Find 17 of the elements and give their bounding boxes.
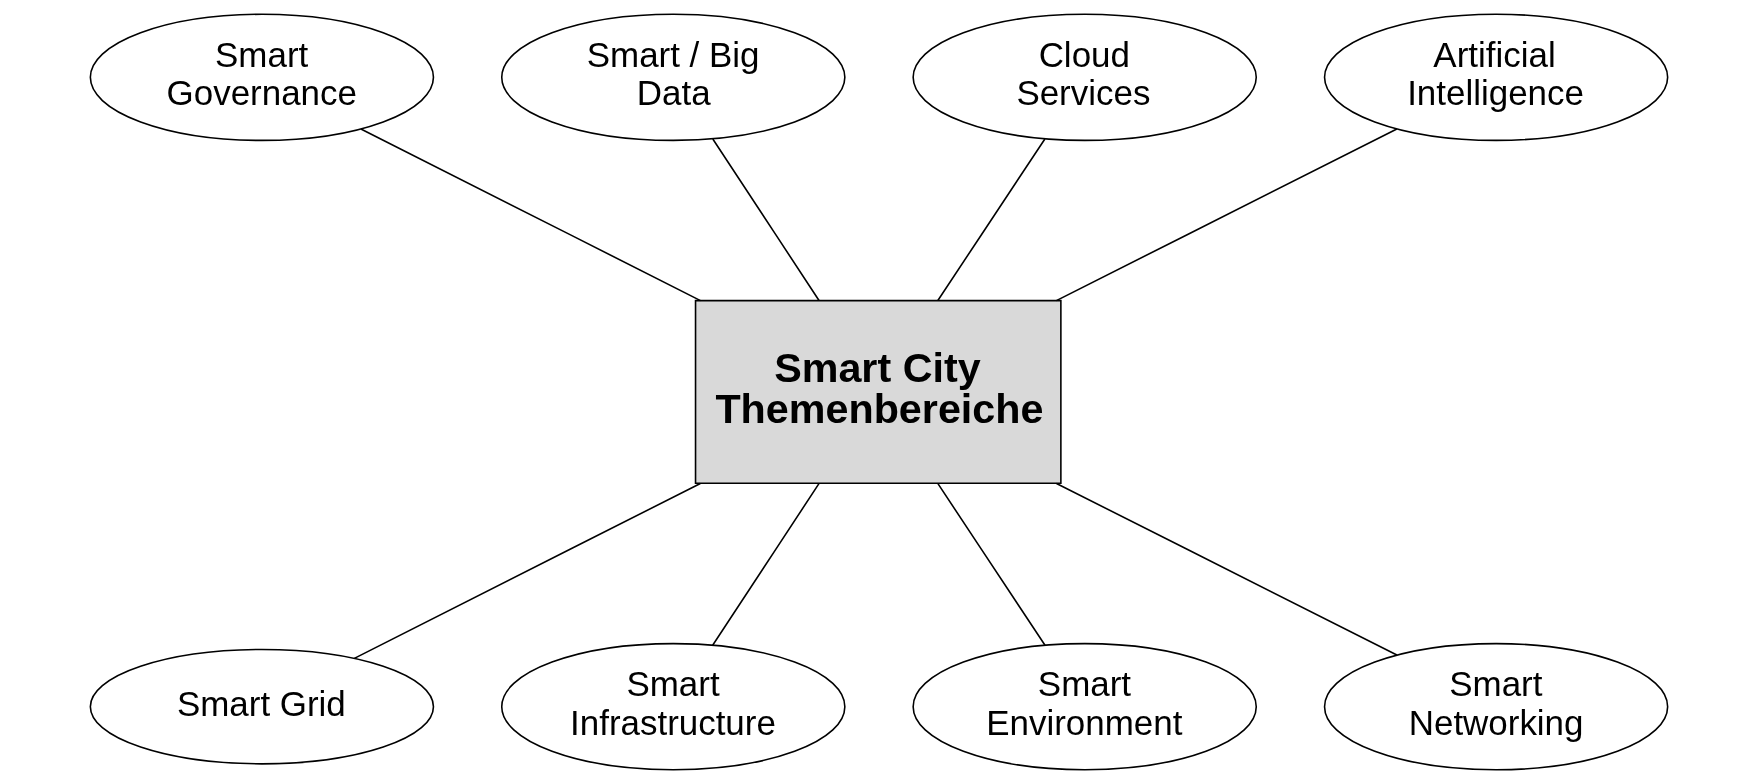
connector <box>937 138 1046 302</box>
connector <box>711 482 820 646</box>
connector <box>712 138 820 302</box>
node-ellipse: Smart Governance <box>89 13 435 142</box>
node-ellipse: Cloud Services <box>912 13 1258 142</box>
connector <box>360 128 702 302</box>
connector <box>937 482 1046 646</box>
connector <box>1055 482 1398 656</box>
node-ellipse: Artificial Intelligence <box>1323 13 1669 142</box>
connector <box>1055 128 1398 302</box>
connector <box>353 482 702 660</box>
node-ellipse: Smart Infrastructure <box>500 642 846 771</box>
node-ellipse: Smart / Big Data <box>500 13 846 142</box>
node-ellipse: Smart Networking <box>1323 642 1669 771</box>
node-ellipse: Smart Grid <box>89 648 435 765</box>
node-box: Smart City Themenbereiche <box>694 299 1062 485</box>
node-ellipse: Smart Environment <box>912 642 1258 771</box>
